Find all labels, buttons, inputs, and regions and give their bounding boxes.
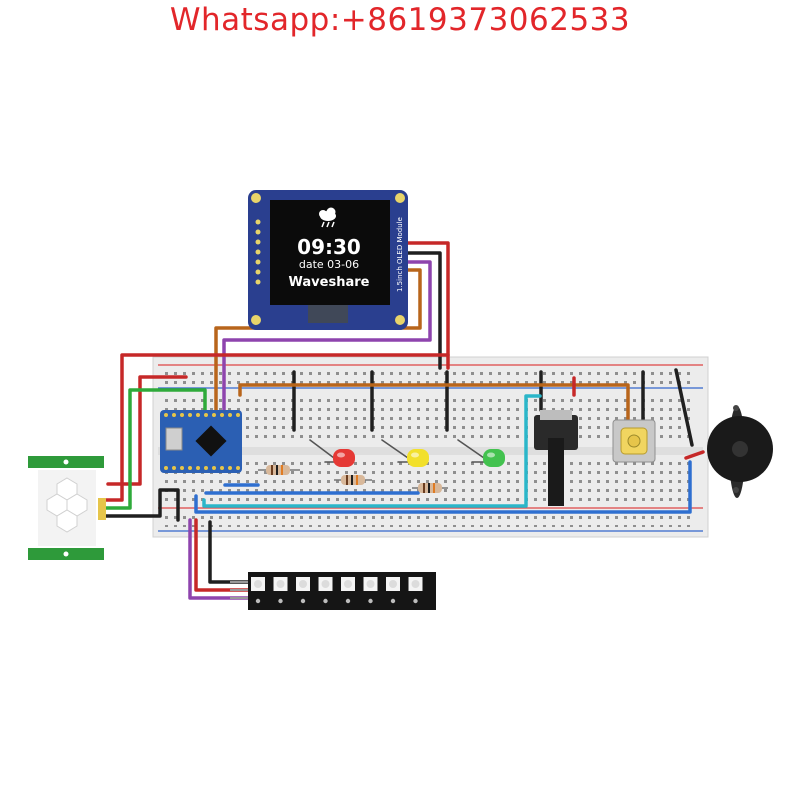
oled-side-label: 1.5inch OLED Module [396,217,404,292]
push-button-icon [612,419,656,463]
resistor-2 [334,475,372,485]
oled-date: date 03-06 [299,258,359,271]
buzzer-icon [707,405,773,498]
resistor-3 [412,483,448,493]
led-strip-pixel [296,577,310,604]
led-strip-pixel [318,577,333,604]
led-strip-pixel [251,577,265,604]
microcontroller-icon [160,410,242,473]
leds [333,449,505,467]
led-strip-pixel [341,577,355,604]
led-green [483,449,505,467]
oled-time: 09:30 [297,235,361,259]
oled-module: 09:30 date 03-06 Waveshare 1.5inch OLED … [248,190,408,330]
potentiometer-icon [534,410,578,506]
led-strip-pixel [363,577,378,604]
led-strip-pixel [408,577,423,604]
pir-sensor-icon [28,456,106,560]
cloud-rain-icon [319,207,336,228]
led-strip-icon [230,572,436,610]
led-yellow [407,449,429,467]
led-red [333,449,355,467]
resistors [258,465,448,493]
oled-brand: Waveshare [289,275,370,290]
contact-header: Whatsapp:+8619373062533 [169,2,631,38]
led-strip-pixel [386,577,400,604]
resistor-1 [258,465,300,475]
oled-pin-header [255,219,261,285]
led-strip-pixel [273,577,288,604]
